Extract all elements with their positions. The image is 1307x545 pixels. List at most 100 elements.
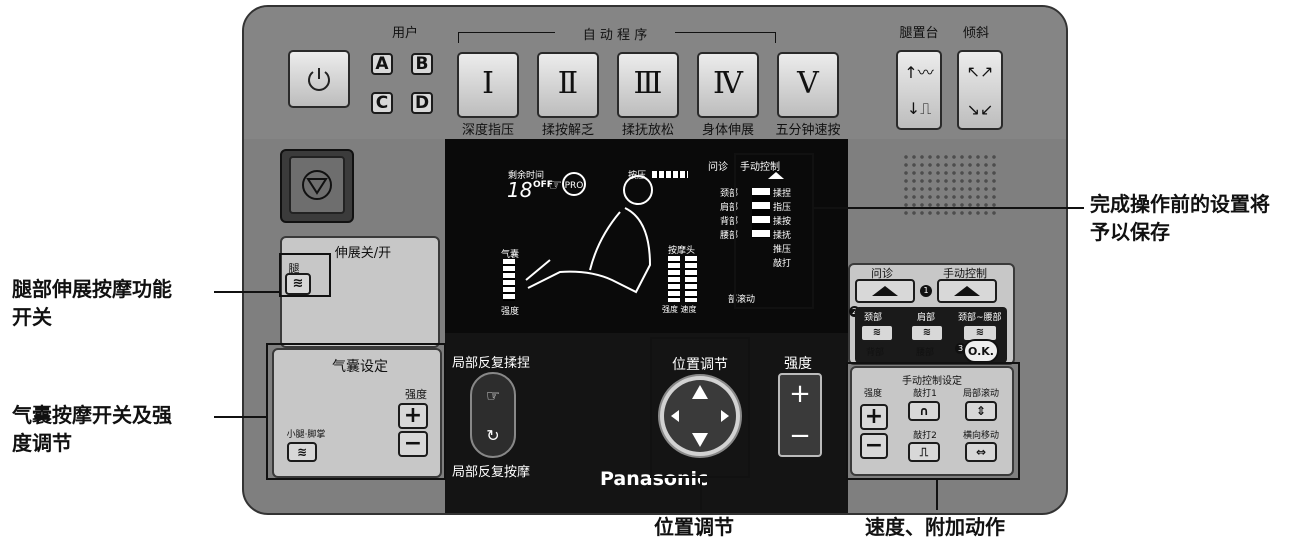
local-repeat-knead-button[interactable]: ☞ <box>485 385 501 405</box>
auto-program-label: 自 动 程 序 <box>555 24 675 43</box>
part-shoulder-label: 肩部 <box>917 313 936 323</box>
leg-label: 腿 <box>288 262 300 275</box>
recline-down-icon[interactable]: ↘↙ <box>966 99 994 119</box>
manual-strength-label: 强度 <box>863 389 882 399</box>
local-repeat-massage-button[interactable]: ↻ <box>486 425 500 445</box>
program-4-label: 身体伸展 <box>701 123 754 138</box>
annotation-position-adjust: 位置调节 <box>654 515 734 539</box>
stop-icon <box>302 170 332 200</box>
program-2-label: 揉按解乏 <box>541 123 594 138</box>
recline-label: 倾斜 <box>962 26 989 41</box>
up-triangle-icon <box>872 286 898 296</box>
user-b-button[interactable]: B <box>411 53 433 75</box>
program-1-button[interactable]: I <box>457 52 519 118</box>
tap2-button[interactable]: ⎍ <box>908 442 940 462</box>
manual-settings-title: 手动控制设定 <box>902 376 962 387</box>
user-d-button[interactable]: D <box>411 92 433 114</box>
strength-plus-button[interactable]: + <box>789 379 811 409</box>
program-3-label: 揉抚放松 <box>621 123 674 138</box>
technique-stroke: 揉抚 <box>773 231 792 241</box>
annotation-speed-extra: 速度、附加动作 <box>865 515 1005 539</box>
callout-position-box <box>650 337 750 478</box>
airbag-strength-label: 强度 <box>501 307 520 317</box>
power-icon <box>308 68 330 91</box>
legrest-buttons <box>896 50 942 130</box>
step-3-marker: 3 <box>955 343 966 354</box>
calf-foot-label: 小腿·脚掌 <box>286 430 326 440</box>
program-4-button[interactable]: Ⅳ <box>697 52 759 118</box>
user-a-button[interactable]: A <box>371 53 393 75</box>
manual-minus-button[interactable]: − <box>860 433 888 459</box>
reclining-body-icon: PRO ☞ <box>525 172 653 294</box>
part-neck-button[interactable]: ≋ <box>860 324 894 342</box>
technique-tap: 敲打 <box>773 259 792 269</box>
annotation-settings-saved-2: 予以保存 <box>1090 220 1170 244</box>
local-roll-display-label: 部滚动 <box>728 295 756 305</box>
remaining-time-label: 剩余时间 <box>508 171 545 181</box>
airbag-setting-label: 气囊设定 <box>332 359 388 375</box>
local-repeat-knead-label: 局部反复揉捏 <box>452 356 531 371</box>
manual-plus-button[interactable]: + <box>860 404 888 430</box>
head-speed-bars <box>685 256 697 302</box>
svg-text:☞: ☞ <box>548 175 562 194</box>
part-back-label: 背部 <box>865 348 884 358</box>
technique-level-bars <box>752 188 770 238</box>
manual-control-button[interactable] <box>937 279 997 303</box>
annotation-settings-saved-1: 完成操作前的设置将 <box>1090 192 1270 216</box>
annotation-leg-stretch-2: 开关 <box>12 305 52 329</box>
step-1-marker: 1 <box>920 285 932 297</box>
body-part-waist: 腰部 <box>720 231 739 241</box>
callout-line-airbag <box>214 416 266 418</box>
tap2-label: 敲打2 <box>913 431 937 441</box>
leg-stretch-button[interactable]: ≋ <box>285 273 311 295</box>
lateral-move-button[interactable]: ⇔ <box>965 442 997 462</box>
airbag-minus-button[interactable]: − <box>398 431 428 457</box>
head-strength-bars <box>668 256 680 302</box>
local-roll-label: 局部滚动 <box>962 389 999 399</box>
massage-head-label: 按摩头 <box>668 246 696 256</box>
legrest-label: 腿置台 <box>899 26 939 41</box>
callout-line-settings <box>814 207 1084 209</box>
technique-shiatsu: 指压 <box>773 203 792 213</box>
technique-push: 推压 <box>773 245 792 255</box>
callout-leg-box <box>279 253 331 297</box>
part-neck-waist-label: 颈部~腰部 <box>958 313 1002 323</box>
strength-speed-label: 强度 速度 <box>662 305 697 314</box>
stop-button[interactable] <box>289 156 345 214</box>
timer-off: OFF <box>533 180 553 190</box>
user-label: 用户 <box>391 26 418 41</box>
timer-value: 18 <box>507 178 533 202</box>
strength-panel-label: 强度 <box>784 356 812 372</box>
calf-foot-airbag-button[interactable]: ≋ <box>287 442 317 462</box>
part-neck-label: 颈部 <box>864 313 883 323</box>
callout-manual-control-box <box>734 153 814 309</box>
recline-up-icon[interactable]: ↖↗ <box>966 61 994 81</box>
program-5-button[interactable]: V <box>777 52 839 118</box>
position-dpad[interactable] <box>657 373 743 459</box>
body-part-back: 背部 <box>720 217 739 227</box>
step-2-marker: 2 <box>849 306 860 317</box>
consult-button[interactable] <box>855 279 915 303</box>
legrest-up-icon[interactable]: ↑〰 <box>904 63 934 82</box>
program-3-button[interactable]: Ⅲ <box>617 52 679 118</box>
airbag-display-label: 气囊 <box>501 250 520 260</box>
consult-label: 问诊 <box>708 162 728 173</box>
power-button[interactable] <box>288 50 350 108</box>
tap1-button[interactable]: ∩ <box>908 401 940 421</box>
program-2-button[interactable]: Ⅱ <box>537 52 599 118</box>
body-part-neck: 颈部 <box>720 189 739 199</box>
local-roll-button[interactable]: ⇕ <box>965 401 997 421</box>
legrest-down-icon[interactable]: ↓⎍ <box>906 99 932 118</box>
ok-button[interactable]: O.K. <box>963 339 999 363</box>
callout-manual-settings-box <box>846 362 1020 480</box>
part-shoulder-button[interactable]: ≋ <box>910 324 944 342</box>
manual-arrow <box>768 172 784 179</box>
strength-minus-button[interactable]: − <box>789 421 811 451</box>
brand-logo: Panasonic <box>600 468 709 490</box>
tap1-label: 敲打1 <box>913 389 937 399</box>
airbag-plus-button[interactable]: + <box>398 403 428 429</box>
user-c-button[interactable]: C <box>371 92 393 114</box>
manual-control-button-label: 手动控制 <box>943 267 987 280</box>
part-waist-label: 腰部 <box>915 348 934 358</box>
callout-airbag-box <box>266 343 446 480</box>
